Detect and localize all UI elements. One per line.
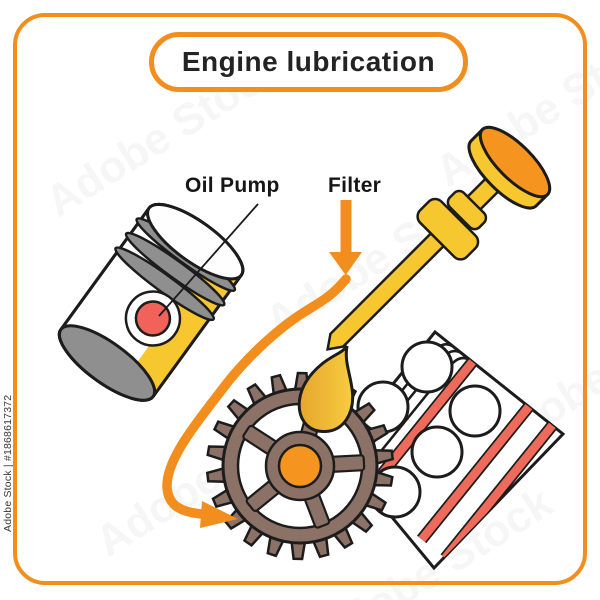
dipstick-collar-small [446,189,488,231]
cylinder-bore [410,425,464,479]
dipstick-cap [478,125,552,199]
filter-arrowhead [329,252,362,275]
filter-down-arrow [329,200,362,275]
flow-arrowhead [200,501,238,528]
piston-crown [146,202,245,281]
cylinder-bore [400,340,454,394]
page-border-frame [13,13,587,585]
dipstick-illustration [326,125,552,351]
piston-illustration [57,202,254,413]
engine-block-illustration [336,329,566,571]
gasket-stripes [360,354,561,562]
filter-label: Filter [328,174,382,197]
oil-pump-pointer-line [158,203,259,317]
dipstick-collar-large [416,197,480,261]
gasket-stripe [441,418,559,561]
watermark-id-text: Adobe Stock | #1868617372 [2,394,14,532]
gasket-stripe [418,400,536,543]
oil-pump-label: Oil Pump [185,174,280,197]
cylinder-bore [448,384,502,438]
piston-open-end [57,324,157,402]
wrist-pin-red-dot [134,300,172,337]
page-title: Engine lubrication [149,32,468,92]
oil-drop [297,345,355,434]
gear-axle [277,443,323,489]
cylinder-bores [356,340,502,519]
flow-curve-arrow [162,274,351,528]
